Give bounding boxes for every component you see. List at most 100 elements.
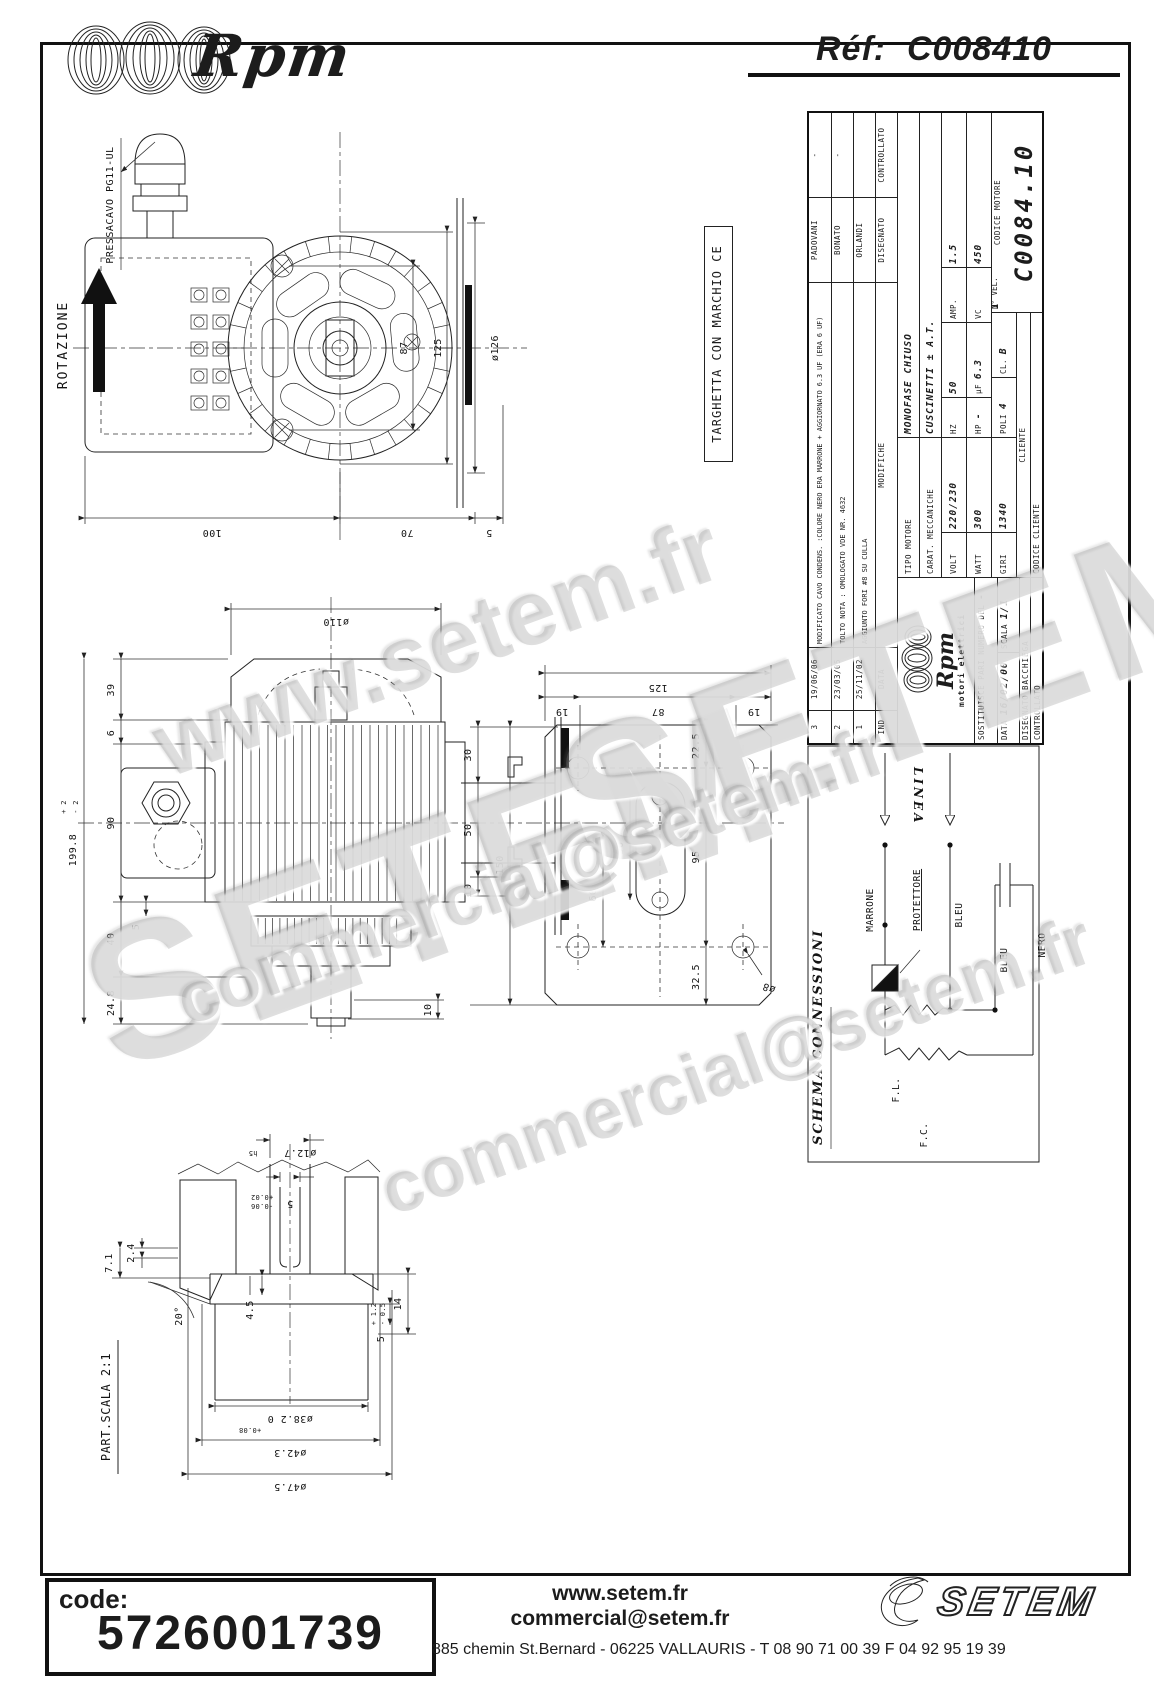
footer-email: commercial@setem.fr: [510, 1607, 730, 1630]
poli-label: POLI: [999, 413, 1008, 434]
dim-6: 6: [106, 730, 117, 737]
terminal-box: [84, 237, 274, 453]
rev-h-drawn: DISEGNATO: [875, 198, 897, 283]
tipo-label: TIPO MOTORE: [904, 518, 913, 574]
hz-value: 50: [948, 380, 959, 394]
dim-tol-minus2: - 2: [72, 800, 80, 814]
vc-label: VC: [974, 308, 983, 319]
dim-2-4: 2.4: [126, 1243, 137, 1263]
dim-70: 70: [400, 527, 413, 538]
fan-cover: [230, 658, 442, 723]
dim-key5: 5: [287, 1198, 294, 1209]
dim-key-tol-minus: -0.06: [251, 1202, 274, 1210]
titleblock-logo-text: Rpm: [933, 632, 959, 689]
cl-label: CL.: [999, 358, 1008, 374]
hp-value: -: [973, 412, 984, 420]
nvel-value: 1: [991, 302, 1001, 309]
rev3-drawn: PADOVANI: [809, 198, 831, 283]
sostituisce-value: -: [976, 593, 987, 600]
rev1-drawn: ORLANDI: [853, 198, 875, 283]
dim-90: 90: [106, 816, 117, 829]
shaft-section: [209, 1164, 374, 1401]
rev3-ind: 3: [810, 724, 819, 730]
dim-10b: 10: [423, 1003, 434, 1016]
dim-dia12-7: ø12.7: [284, 1147, 317, 1158]
volt-label: VOLT: [949, 553, 958, 574]
giri-label: GIRI: [999, 553, 1008, 574]
mounting-plate: [544, 724, 772, 1006]
disegnato-value: BACCHIEGA: [1021, 640, 1030, 691]
dim-100: 100: [202, 527, 222, 538]
winding-fc-label: F.C.: [919, 1123, 930, 1148]
dim-dia110: ø110: [323, 616, 349, 627]
schema-linea-label: LINEA: [911, 766, 925, 825]
dim-19r: 19: [747, 706, 760, 717]
dim-tol-plus2: + 2: [60, 800, 68, 814]
dim-dia8: ø8: [761, 980, 777, 995]
rev1-ind: 1: [853, 711, 875, 743]
code-value: 5726001739: [97, 1607, 384, 1660]
dim-24-8: 24.8: [106, 990, 117, 1016]
setem-logo-text: SETEM: [933, 1579, 1101, 1625]
rev1-desc: AGGIUNTO FORI #8 SU CULLA: [853, 283, 875, 648]
dim-dia42-3: ø42.3: [274, 1447, 307, 1458]
watt-label: WATT: [974, 553, 983, 574]
detail-view: ø12.7 h5 5 +0.02 -0.06 2.4 7.1 20° 4.5 1…: [99, 1134, 416, 1492]
rev1-date: 25/11/02: [853, 648, 875, 711]
dim-20deg: 20°: [174, 1306, 185, 1326]
protettore-label: PROTETTORE: [912, 869, 923, 931]
rev1-checked: [853, 113, 875, 198]
dim-s5-tol-plus: + 1.2: [370, 1303, 378, 1326]
wire-bleu1-label: BLEU: [954, 903, 965, 928]
detail-scale-label: PART.SCALA 2:1: [99, 1353, 113, 1461]
side-and-plate-view: ø110 39 6 90 40 24.8 199.8 + 2 - 2 5: [60, 597, 784, 1039]
watt-value: 300: [973, 508, 984, 529]
volt-value: 220/230: [948, 481, 959, 529]
vent-slots: [261, 268, 420, 426]
carat-value: CUSCINETTI ± A.T.: [925, 319, 936, 434]
codice-cliente-label: CODICE CLIENTE: [1032, 503, 1041, 574]
dim-22-5: 22.5: [691, 733, 702, 759]
dim-10: 10: [463, 883, 474, 896]
uf-label: µF: [974, 383, 983, 394]
codice-motore-value: C0084.10: [1010, 142, 1038, 283]
footer-address: 885 chemin St.Bernard - 06225 VALLAURIS …: [432, 1641, 1006, 1658]
dim-dia38-tol: +0.08: [239, 1426, 262, 1434]
dim-7-1: 7.1: [104, 1253, 115, 1273]
rev3-desc: MODIFICATO CAVO CONDENS. :COLORE NERO ER…: [809, 283, 831, 648]
end-bell-right: [444, 741, 466, 903]
scala-label: SCALA: [1000, 623, 1009, 649]
titleblock-logo-sub: motori elettrici: [957, 613, 966, 708]
dim-150: 150: [495, 855, 506, 875]
data-value: 16/02/00: [999, 661, 1010, 716]
wire-marrone-label: MARRONE: [865, 888, 876, 932]
dim-50: 50: [463, 823, 474, 836]
motor-body: [224, 721, 446, 903]
dim-87: 87: [399, 341, 410, 354]
ref-label: Réf:: [815, 30, 887, 68]
title-block: 3 19/06/06 MODIFICATO CAVO CONDENS. :COL…: [807, 111, 1044, 745]
rev2-date: 23/03/05: [831, 648, 853, 711]
schema-connessioni: SCHEMA CONNESSIONI LINEA MARRONE PROT: [807, 745, 1048, 1163]
terminal-strip: [190, 287, 230, 411]
wire-bleu2-label: BLEU: [999, 948, 1010, 973]
shaft-output: [250, 915, 412, 1027]
dim-plate-87: 87: [651, 706, 664, 717]
dim-5b: 5: [131, 924, 142, 931]
giri-value: 1340: [998, 502, 1009, 529]
schema-title: SCHEMA CONNESSIONI: [811, 929, 826, 1145]
cable-gland: [132, 133, 188, 239]
code-label: code:: [59, 1584, 129, 1614]
pressacavo-label: PRESSACAVO PG11-UL: [105, 146, 116, 263]
sostituisce-label: SOSTITUISCE PARI NUMERO DEL: [977, 604, 986, 740]
rev2-ind: 2: [831, 711, 853, 743]
rev2-drawn: BONATO: [831, 198, 853, 283]
footer-website: www.setem.fr: [552, 1582, 688, 1605]
dim-39: 39: [106, 683, 117, 696]
housing-section-right: [344, 1176, 379, 1291]
ref-value: C008410: [907, 30, 1053, 68]
amp-label: AMP.: [949, 298, 958, 319]
terminal-box-side: [120, 767, 216, 879]
vc-value: 450: [973, 243, 984, 264]
tipo-value: MONOFASE CHIUSO: [903, 333, 914, 434]
